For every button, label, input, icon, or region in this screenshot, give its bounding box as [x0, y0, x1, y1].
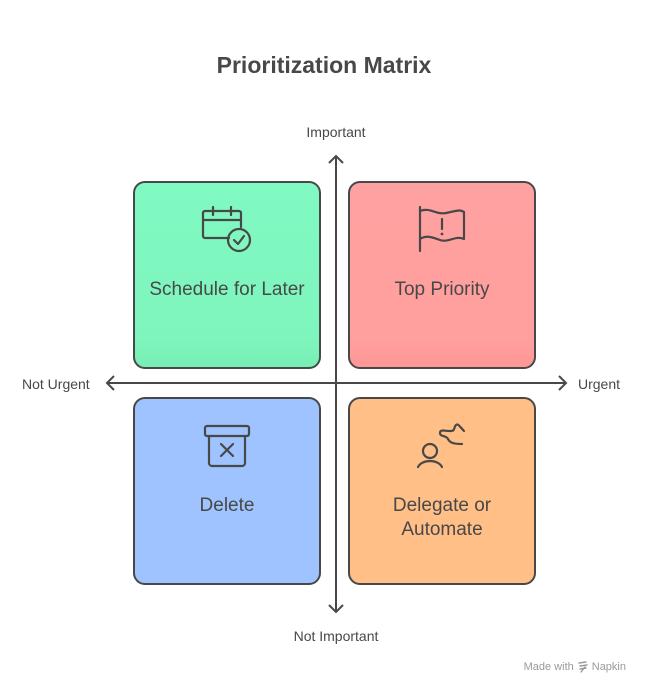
napkin-logo-icon	[578, 661, 588, 673]
axis-label-not-important: Not Important	[293, 628, 379, 644]
quadrant-label-line-2: Automate	[401, 519, 483, 540]
quadrant-schedule-for-later: Schedule for Later	[133, 181, 321, 369]
page-title: Prioritization Matrix	[216, 52, 432, 78]
quadrant-label: Schedule for Later	[149, 279, 305, 300]
archive-x-icon	[203, 424, 251, 468]
calendar-check-icon	[201, 205, 252, 253]
napkin-brand-text: Napkin	[591, 661, 626, 673]
quadrant-label: Top Priority	[394, 279, 490, 300]
person-path-icon	[416, 423, 466, 469]
quadrant-label-line-1: Delegate or	[392, 495, 492, 516]
quadrant-label: Delete	[199, 495, 255, 516]
made-with-text: Made with	[523, 661, 574, 673]
flag-exclamation-icon	[418, 205, 466, 253]
axis-label-important: Important	[306, 124, 366, 140]
footer-attribution: Made with Napkin	[524, 661, 626, 673]
axis-label-urgent: Urgent	[578, 376, 621, 392]
axis-label-not-urgent: Not Urgent	[22, 376, 90, 392]
quadrant-delegate-or-automate: Delegate or Automate	[348, 397, 536, 585]
quadrant-delete: Delete	[133, 397, 321, 585]
quadrant-top-priority: Top Priority	[348, 181, 536, 369]
